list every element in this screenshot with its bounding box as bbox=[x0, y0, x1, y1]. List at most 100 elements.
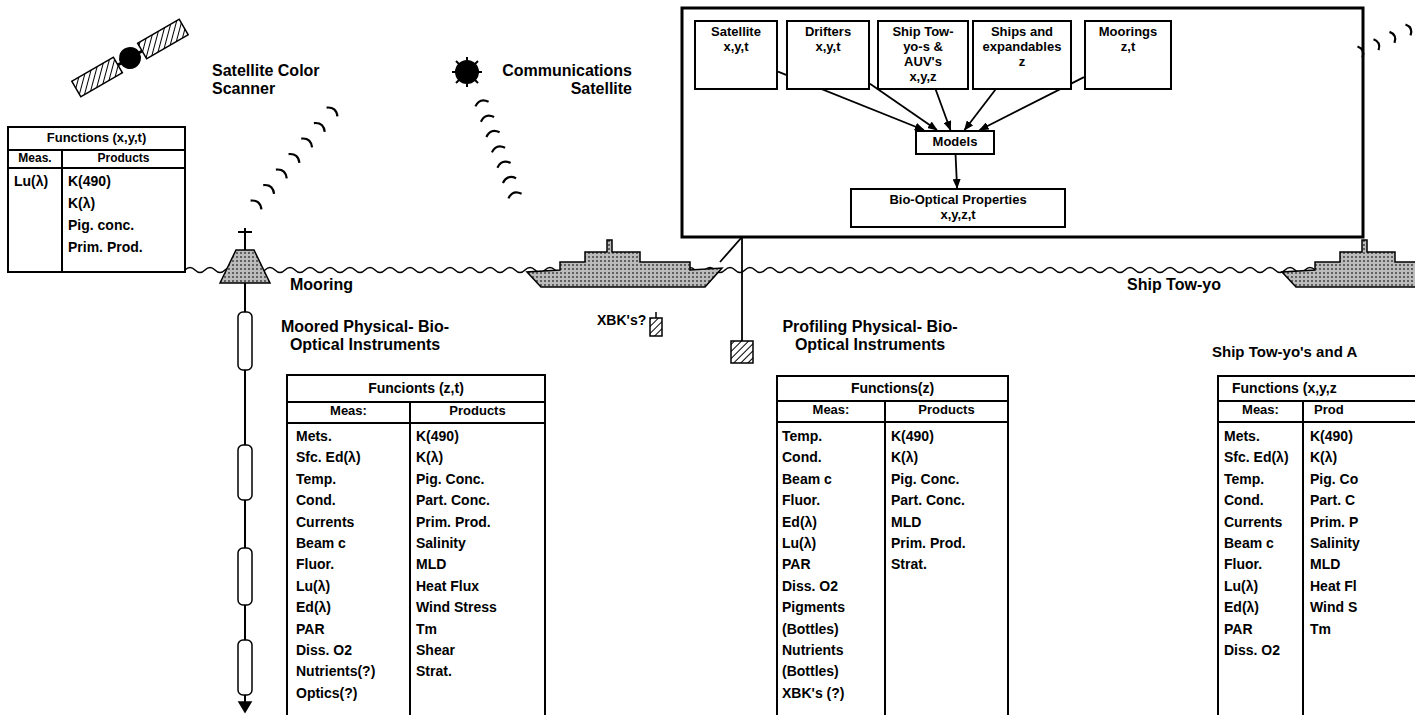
table-cell: Diss. O2 bbox=[782, 578, 838, 594]
satellite-icon bbox=[138, 19, 189, 59]
radio-waves bbox=[481, 116, 494, 122]
radio-waves bbox=[251, 200, 262, 209]
table-grid bbox=[409, 402, 411, 715]
table-cell: Beam c bbox=[1224, 535, 1274, 551]
table-header: Prod bbox=[1314, 403, 1344, 418]
source-box: Mooringsz,t bbox=[1084, 20, 1172, 90]
comm-satellite-icon bbox=[456, 61, 478, 83]
table-cell: PAR bbox=[296, 621, 325, 637]
table-cell: Ed(λ) bbox=[296, 599, 331, 615]
box-title: Models bbox=[921, 135, 989, 150]
table-cell: Prim. Prod. bbox=[416, 514, 491, 530]
radio-waves bbox=[497, 162, 510, 168]
table-cell: Pig. conc. bbox=[68, 217, 134, 233]
table-cell: Cond. bbox=[782, 449, 822, 465]
satellite-icon bbox=[115, 43, 145, 73]
table-cell: Prim. Prod. bbox=[68, 239, 143, 255]
table-header: Functions (x,y,t) bbox=[8, 131, 185, 146]
comm-satellite-icon bbox=[452, 57, 482, 87]
mooring bbox=[220, 228, 270, 712]
icon-label: Mooring bbox=[290, 276, 353, 294]
table-header: Products bbox=[885, 403, 1008, 418]
flow-arrow bbox=[956, 155, 958, 188]
group-heading: Ship Tow-yo's and A bbox=[1212, 343, 1357, 360]
box-title: Drifters bbox=[792, 25, 864, 40]
table-cell: Part. Conc. bbox=[891, 492, 965, 508]
radio-waves bbox=[492, 146, 505, 152]
table-cell: K(490) bbox=[68, 173, 111, 189]
table-cell: Heat Fl bbox=[1310, 578, 1357, 594]
table-grid bbox=[1218, 421, 1415, 423]
radio-waves bbox=[289, 154, 300, 163]
radio-waves bbox=[314, 123, 325, 132]
table-cell: Nutrients bbox=[782, 642, 843, 658]
table-cell: Pig. Conc. bbox=[416, 471, 484, 487]
table-cell: MLD bbox=[1310, 556, 1340, 572]
table-grid bbox=[61, 150, 63, 272]
table-cell: Sfc. Ed(λ) bbox=[296, 449, 361, 465]
table-header: Funcionts (z,t) bbox=[287, 380, 545, 396]
table-grid bbox=[8, 149, 185, 151]
table-header: Functions(z) bbox=[777, 380, 1008, 396]
flow-arrow bbox=[936, 90, 951, 130]
table-grid bbox=[8, 167, 185, 169]
table-cell: Tm bbox=[1310, 621, 1331, 637]
box-coordinates: x,y,t bbox=[792, 40, 864, 55]
table-grid bbox=[1218, 376, 1415, 715]
mooring bbox=[220, 250, 270, 283]
box-title: Satellite bbox=[700, 25, 772, 40]
group-heading: Profiling Physical- Bio-Optical Instrume… bbox=[760, 318, 980, 355]
table-header: Meas: bbox=[1218, 403, 1303, 418]
satellite-icon bbox=[71, 17, 189, 98]
radio-waves bbox=[486, 131, 499, 137]
table-cell: K(λ) bbox=[1310, 449, 1337, 465]
table-cell: Currents bbox=[296, 514, 354, 530]
radio-waves bbox=[1390, 32, 1396, 43]
table-cell: K(490) bbox=[1310, 428, 1353, 444]
table-cell: Pigments bbox=[782, 599, 845, 615]
table-grid bbox=[287, 375, 545, 715]
table-grid bbox=[8, 127, 185, 272]
table-cell: Strat. bbox=[891, 556, 927, 572]
table-cell: Diss. O2 bbox=[296, 642, 352, 658]
table-grid bbox=[287, 401, 545, 403]
table-cell: Salinity bbox=[416, 535, 466, 551]
table-cell: Tm bbox=[416, 621, 437, 637]
table-cell: XBK's (?) bbox=[782, 685, 844, 701]
table-cell: Sfc. Ed(λ) bbox=[1224, 449, 1289, 465]
flow-arrow bbox=[870, 84, 937, 130]
icon-label: XBK's? bbox=[597, 312, 646, 328]
ship-icon bbox=[527, 240, 722, 287]
xbk-probe bbox=[650, 318, 662, 336]
mooring bbox=[239, 702, 251, 712]
table-cell: Lu(λ) bbox=[1224, 578, 1258, 594]
mooring bbox=[238, 445, 252, 500]
table-cell: Heat Flux bbox=[416, 578, 479, 594]
box-title: Moorings bbox=[1090, 25, 1166, 40]
box-coordinates: x,y,z bbox=[883, 70, 963, 85]
table-grid bbox=[777, 376, 1008, 715]
ship-icon bbox=[1282, 240, 1415, 287]
table-header: Products bbox=[410, 404, 545, 419]
process-box: Models bbox=[915, 130, 995, 155]
table-cell: Ed(λ) bbox=[1224, 599, 1259, 615]
table-grid bbox=[287, 422, 545, 424]
source-box: Satellitex,y,t bbox=[694, 20, 778, 90]
xbk-probe bbox=[655, 312, 657, 318]
group-heading: Moored Physical- Bio-Optical Instruments bbox=[255, 318, 475, 355]
radio-waves bbox=[508, 192, 521, 198]
table-cell: Strat. bbox=[416, 663, 452, 679]
box-coordinates: z bbox=[978, 55, 1066, 70]
table-header: Functions (x,y,z bbox=[1232, 380, 1337, 396]
table-header: Meas. bbox=[8, 152, 62, 166]
table-cell: Pig. Conc. bbox=[891, 471, 959, 487]
table-cell: Beam c bbox=[296, 535, 346, 551]
radio-waves bbox=[276, 169, 287, 178]
table-cell: Prim. P bbox=[1310, 514, 1358, 530]
table-cell: Currents bbox=[1224, 514, 1282, 530]
table-cell: Nutrients(?) bbox=[296, 663, 375, 679]
table-cell: Prim. Prod. bbox=[891, 535, 966, 551]
radio-waves bbox=[263, 185, 274, 194]
